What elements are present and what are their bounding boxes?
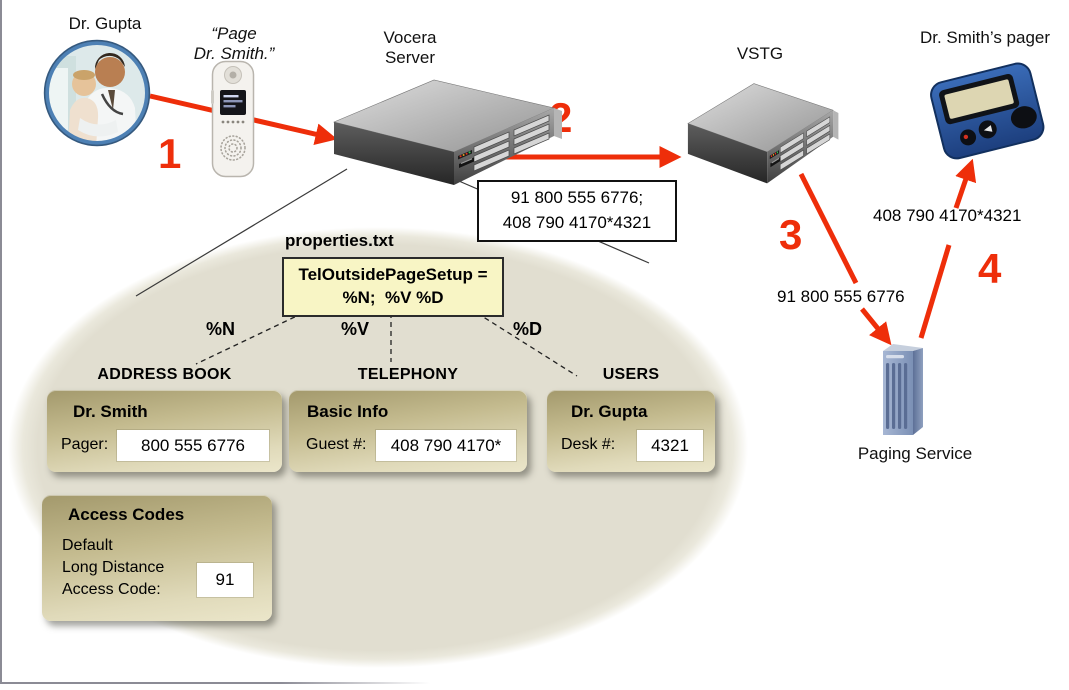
tel-outside-page-setup-box: TelOutsidePageSetup = %N; %V %D [282,257,504,317]
desk-number-label: Desk #: [561,436,616,453]
access-codes-title: Access Codes [68,505,185,524]
setting-line1: TelOutsidePageSetup = [298,265,488,285]
properties-file-label: properties.txt [285,231,394,250]
pager-number-field: 800 555 6776 [117,430,269,461]
step-1-label: 1 [158,130,182,177]
telephony-heading: TELEPHONY [357,366,459,383]
token-v: %V [341,319,370,339]
telephony-card: Basic Info Guest #: 408 790 4170* [289,390,527,472]
user-name-title: Dr. Gupta [571,402,648,421]
users-heading: USERS [602,366,660,383]
arrow-step3-upper [798,172,859,285]
desk-number-field: 4321 [637,430,703,461]
address-book-heading: ADDRESS BOOK [97,366,232,383]
paging-service-label: Paging Service [857,444,973,463]
token-n: %N [206,319,236,339]
access-codes-card: Access Codes Default Long Distance Acces… [42,495,272,621]
pager-message-number: 408 790 4170*4321 [873,206,1022,225]
arrow-step4-head [953,158,977,209]
vocera-server-label: Vocera Server [383,28,437,67]
paging-service-number: 91 800 555 6776 [777,287,905,306]
access-code-label-line3: Access Code: [62,581,161,598]
pager-field-label: Pager: [61,436,109,453]
paging-service-icon [883,344,923,435]
guest-number-field: 408 790 4170* [376,430,516,461]
access-code-label-line2: Long Distance [62,559,165,576]
vstg-label: VSTG [736,44,784,63]
arrow-step3-head [860,307,892,346]
pager-label: Dr. Smith’s pager [919,28,1051,47]
address-book-name: Dr. Smith [73,402,148,421]
token-dashed-lines [195,312,578,377]
address-book-card: Dr. Smith Pager: 800 555 6776 [47,390,282,472]
dial-string-box: 91 800 555 6776; 408 790 4170*4321 [477,180,677,242]
vocera-badge-icon [211,60,255,178]
frame-bottom-border [0,682,430,684]
frame-left-border [0,0,2,683]
caller-label: Dr. Gupta [68,14,142,33]
vocera-server-icon [333,79,562,186]
pager-icon [930,62,1045,160]
dial-string-line2: 408 790 4170*4321 [502,213,652,232]
access-code-field: 91 [197,563,253,597]
users-card: Dr. Gupta Desk #: 4321 [547,390,715,472]
doctor-avatar [43,39,151,147]
guest-number-label: Guest #: [306,436,367,453]
access-code-label-line1: Default [62,537,113,554]
voice-command-quote: “Page Dr. Smith.” [193,24,275,64]
dial-string-line1: 91 800 555 6776; [510,188,644,208]
basic-info-title: Basic Info [307,402,389,421]
arrow-step4-lower [918,244,952,339]
setting-line2: %N; %V %D [342,288,444,307]
vstg-server-icon [687,83,839,184]
step-4-label: 4 [978,245,1002,292]
step-3-label: 3 [779,211,803,258]
token-d: %D [513,319,543,339]
